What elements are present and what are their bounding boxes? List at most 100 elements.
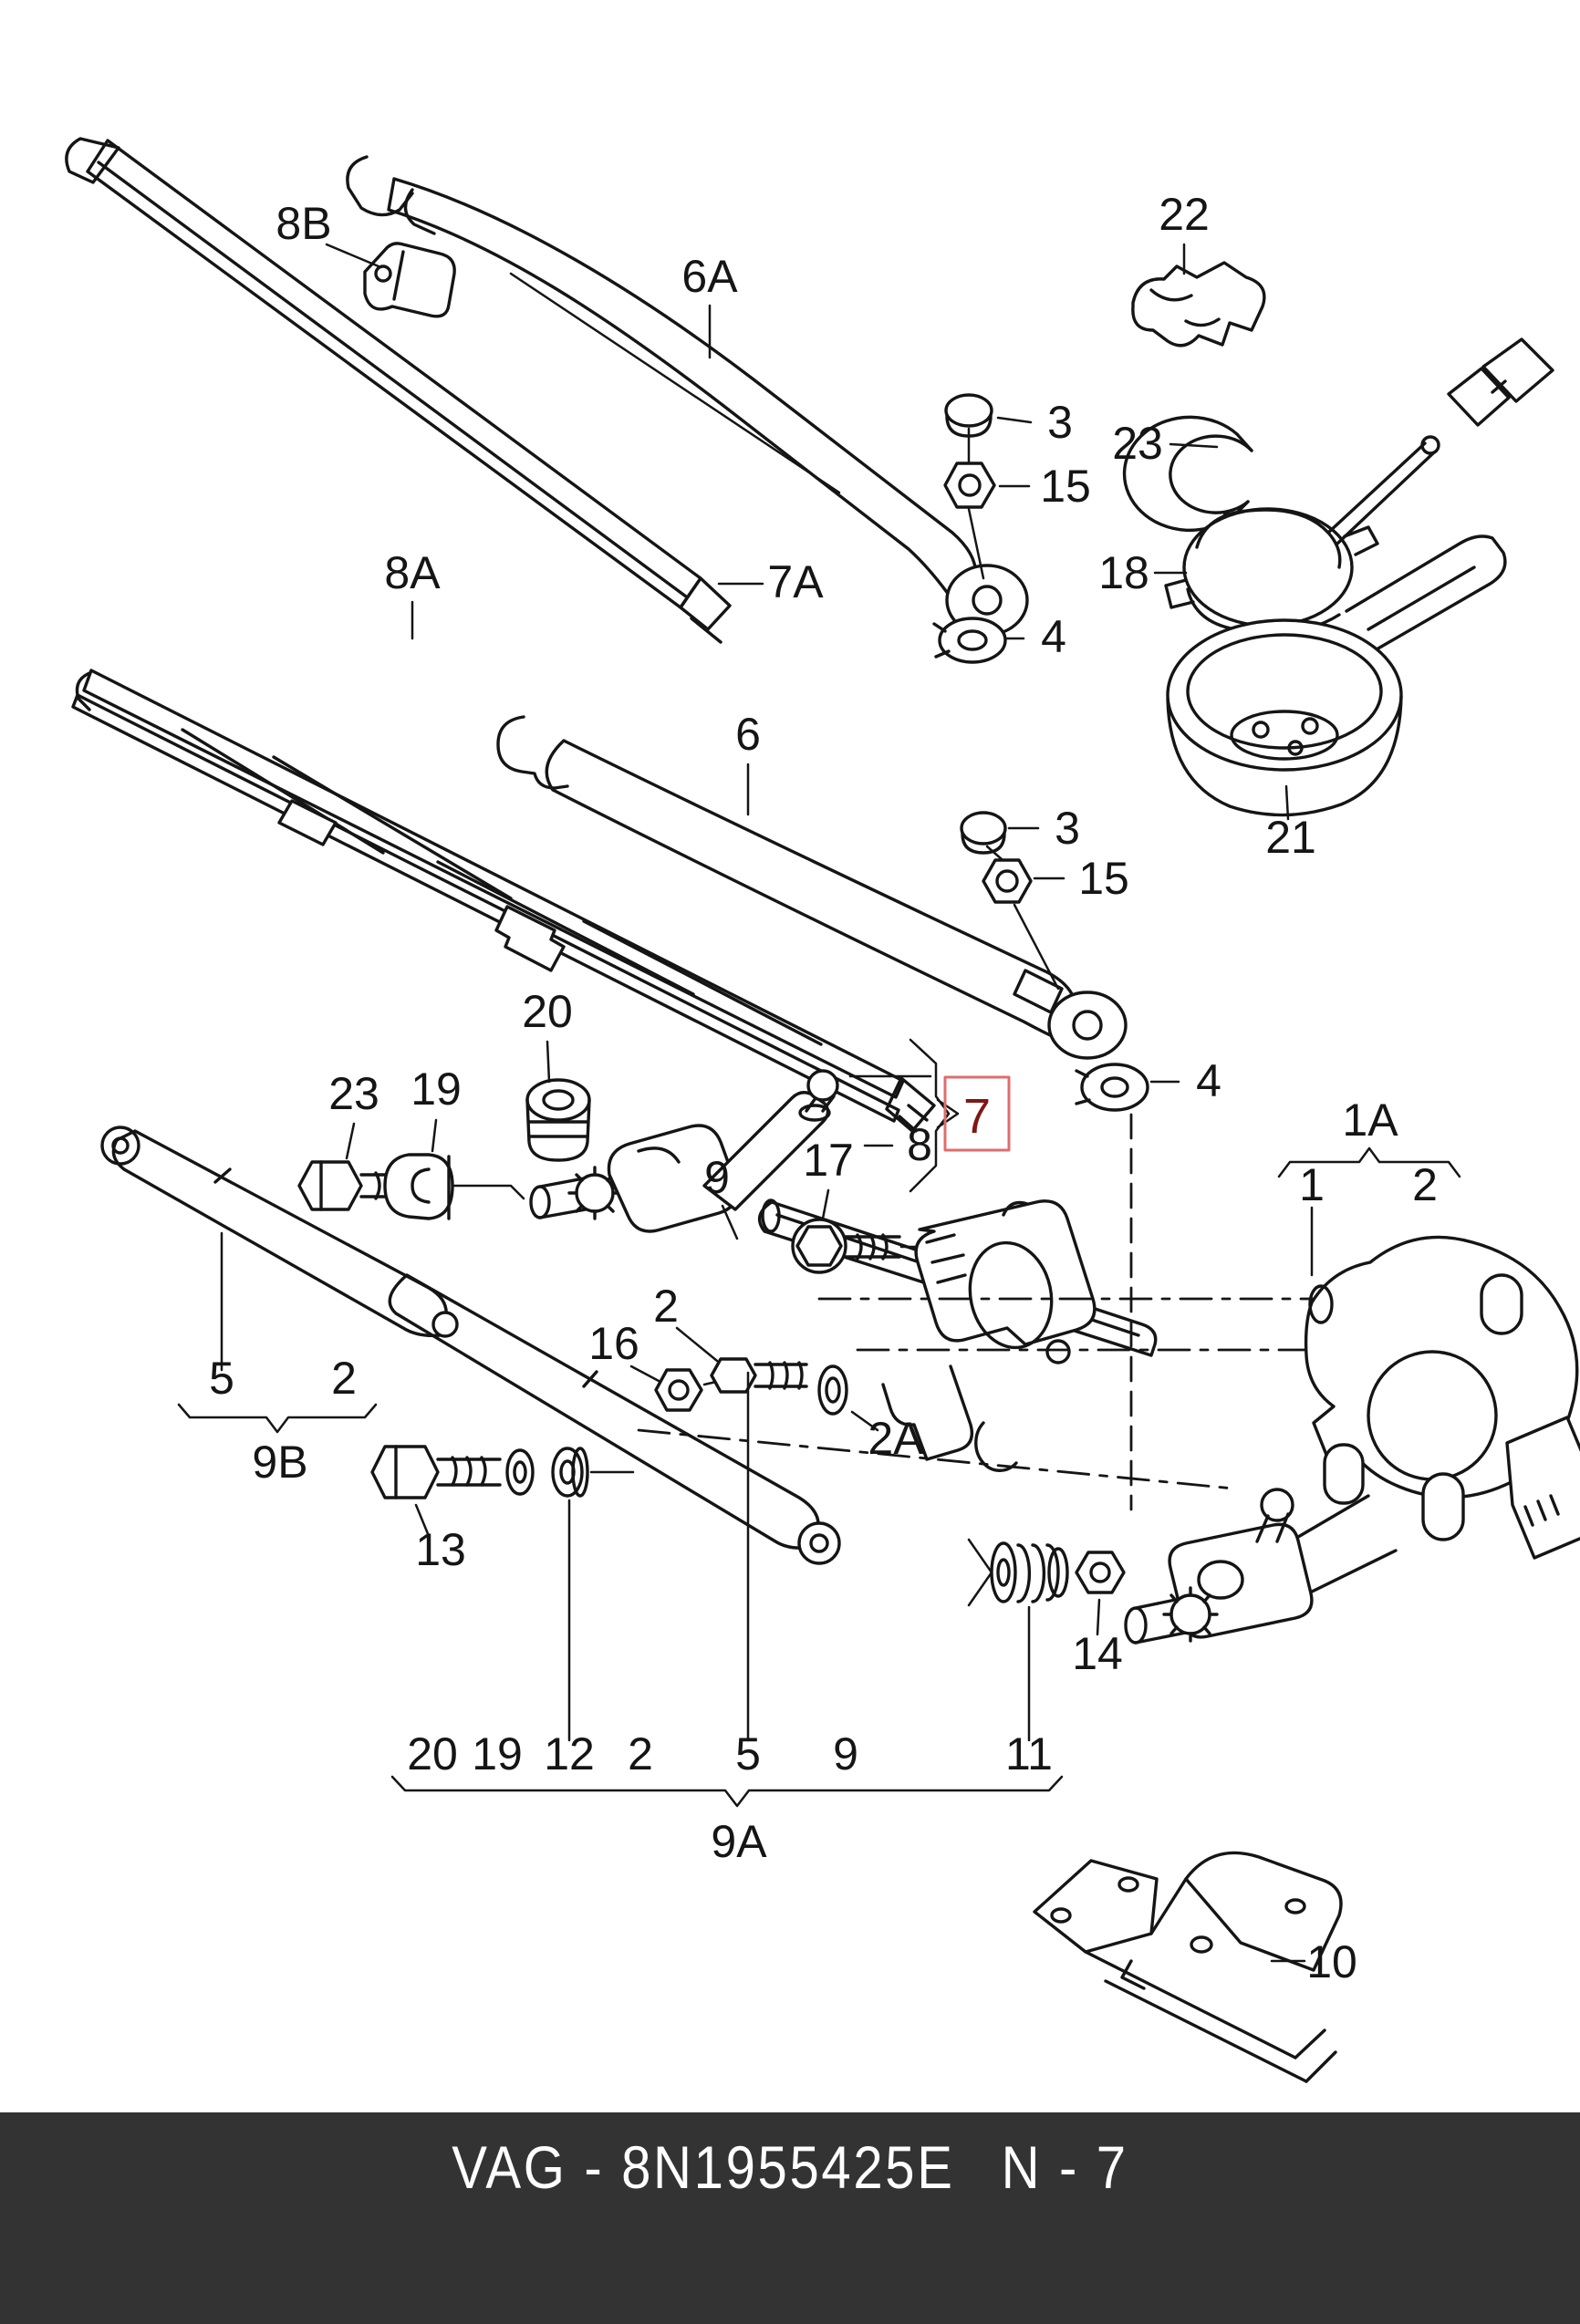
callout-6A-label: 6A (681, 251, 738, 302)
callout-1A-label: 1A (1342, 1095, 1398, 1146)
callout-1A-group: 1A 1 2 (1277, 1095, 1461, 1277)
bushing-19-part (383, 1153, 525, 1220)
callout-3-top: 3 (996, 397, 1073, 448)
callout-3-mid: 3 (1007, 803, 1080, 854)
callout-22-label: 22 (1159, 189, 1210, 240)
callout-row-5-label: 5 (735, 1728, 761, 1779)
callout-17-label: 17 (803, 1135, 854, 1186)
pivot-cover-top-part (932, 617, 1007, 664)
callout-row-19-label: 19 (472, 1728, 523, 1779)
wiper-motor-part (1304, 1235, 1580, 1560)
callout-2-motor-label: 2 (1412, 1159, 1438, 1210)
callout-2A-label: 2A (868, 1413, 924, 1464)
callout-20: 20 (522, 986, 573, 1084)
callout-4-mid-label: 4 (1196, 1055, 1221, 1106)
callout-2-left-label: 2 (331, 1353, 357, 1404)
linkage-frame-part (881, 1199, 1097, 1472)
callout-15-top: 15 (998, 461, 1091, 512)
grommet-20-part (525, 1078, 591, 1162)
callout-9B-label: 9B (252, 1437, 307, 1488)
callout-6-label: 6 (735, 709, 761, 760)
grommet-nut-14-parts (967, 1538, 1126, 1607)
callout-19-label: 19 (411, 1063, 462, 1115)
holder-cup-21-part (1166, 534, 1507, 817)
callout-2-rod-label: 2 (653, 1281, 679, 1332)
callout-6A: 6A (681, 251, 738, 359)
callout-6: 6 (735, 709, 761, 816)
callout-8: 8 (863, 1119, 932, 1170)
callout-18: 18 (1098, 547, 1188, 598)
callout-20-label: 20 (522, 986, 573, 1037)
callout-13-label: 13 (415, 1524, 466, 1575)
footer-bar: VAG - 8N1955425E N - 7 (0, 2112, 1580, 2324)
linkage-rod-part (388, 1273, 841, 1565)
callout-17: 17 (803, 1135, 854, 1220)
highlight-label: 7 (963, 1089, 991, 1144)
callout-13: 13 (414, 1503, 466, 1575)
callout-15-mid: 15 (1033, 853, 1129, 904)
callout-7A-label: 7A (767, 556, 824, 607)
callout-2A: 2A (850, 1410, 924, 1464)
callout-23-ring: 23 (1112, 418, 1219, 469)
callout-row-20-label: 20 (407, 1728, 458, 1779)
callout-9A-label: 9A (711, 1816, 767, 1867)
callout-8B: 8B (275, 198, 380, 268)
footer-page-ref: N - 7 (1001, 2133, 1128, 2201)
callout-23-bolt-label: 23 (328, 1068, 379, 1119)
blade-clip-8B-part (363, 242, 456, 318)
bracket-10-part (1033, 1851, 1343, 2083)
highlight-box (943, 1075, 1011, 1152)
callout-2-rod: 2 (653, 1281, 719, 1363)
callout-22: 22 (1159, 189, 1210, 275)
sensor-18-part (1164, 507, 1379, 635)
callout-bracket-7-8 (848, 1038, 960, 1193)
motor-crank-part (1124, 1488, 1398, 1644)
callout-14: 14 (1072, 1598, 1123, 1679)
callout-21-label: 21 (1265, 812, 1316, 863)
callout-8A-label: 8A (384, 547, 441, 598)
callout-1-label: 1 (1299, 1159, 1325, 1210)
callout-18-label: 18 (1098, 547, 1149, 598)
footer-text: VAG - 8N1955425E N - 7 (95, 2134, 1485, 2201)
crank-bearing-part (529, 1069, 839, 1233)
callout-23-bolt: 23 (328, 1068, 379, 1160)
left-arm-9B-part (100, 1126, 459, 1338)
callout-21: 21 (1265, 784, 1316, 863)
callout-19: 19 (411, 1063, 462, 1153)
callout-4-top: 4 (1005, 611, 1066, 662)
footer-part-number: VAG - 8N1955425E (452, 2133, 955, 2201)
callout-8A: 8A (384, 547, 441, 640)
callout-8-label: 8 (907, 1119, 932, 1170)
callout-15-mid-label: 15 (1078, 853, 1129, 904)
hex-nut-mid-part (982, 845, 1060, 991)
callout-4-mid: 4 (1149, 1055, 1221, 1106)
callout-16-label: 16 (588, 1318, 639, 1369)
callout-row-12-label: 12 (544, 1728, 595, 1779)
callout-row-2-label: 2 (628, 1728, 653, 1779)
pivot-cap-mid-part (960, 811, 1007, 855)
callout-8B-label: 8B (275, 198, 331, 249)
conventional-wiper-blade (71, 669, 936, 1133)
callout-3-mid-label: 3 (1055, 803, 1080, 854)
hex-nut-top-part (943, 427, 996, 580)
highlight-callout-7[interactable]: 7 (943, 1075, 1011, 1152)
callout-10: 10 (1270, 1936, 1357, 1987)
sensor-cable (1326, 337, 1554, 545)
callout-9-label: 9 (704, 1152, 730, 1203)
callout-row-9-label: 9 (833, 1728, 858, 1779)
callout-5-label: 5 (209, 1353, 234, 1404)
callout-9A-group: 20 19 12 2 5 9 11 9A (390, 1371, 1064, 1867)
callout-3-top-label: 3 (1047, 397, 1073, 448)
wiper-arm-mid (496, 715, 1128, 1060)
callout-7A: 7A (717, 556, 824, 607)
callout-16: 16 (588, 1318, 660, 1383)
callout-15-top-label: 15 (1040, 461, 1091, 512)
flat-wiper-blade (65, 137, 732, 644)
callout-14-label: 14 (1072, 1628, 1123, 1679)
nut-16-bolt-washer-parts (654, 1357, 848, 1416)
construction-lines (637, 1113, 1377, 1511)
bolt-13-part (370, 1445, 635, 1499)
pivot-cover-mid-part (1075, 1063, 1149, 1112)
callout-4-top-label: 4 (1041, 611, 1066, 662)
